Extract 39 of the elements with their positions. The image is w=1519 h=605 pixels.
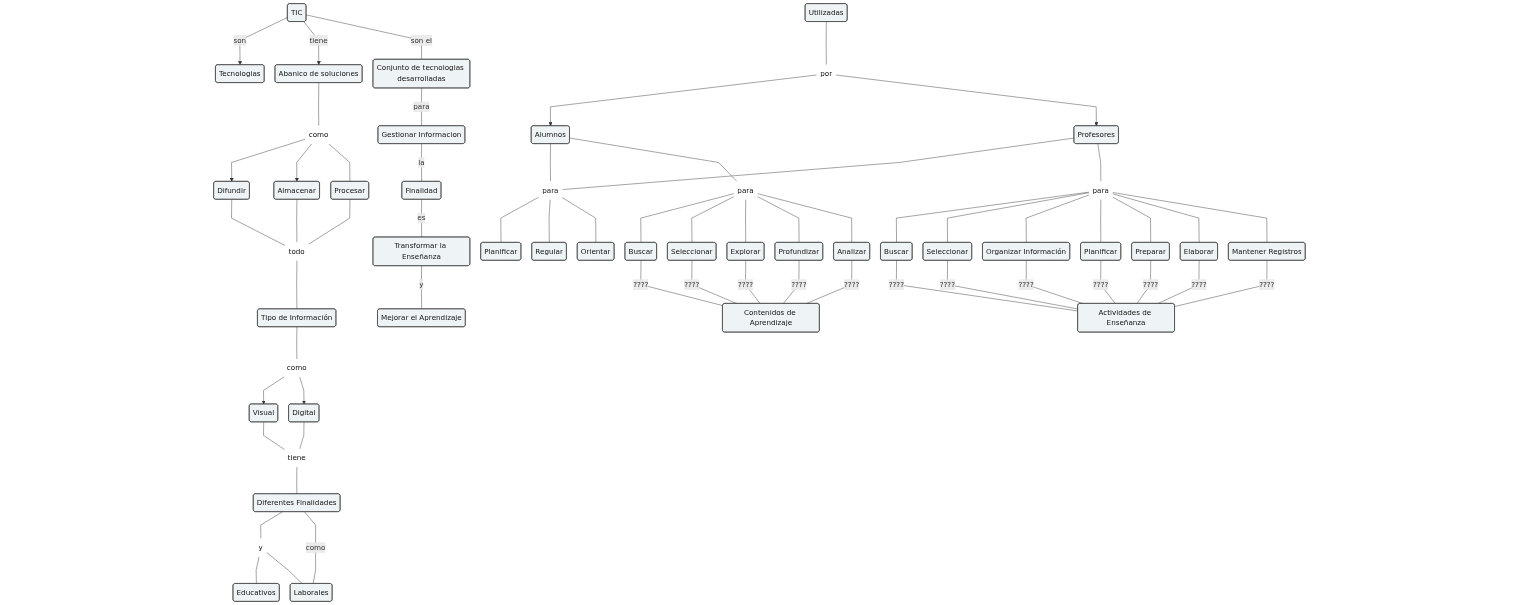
- connector: [231, 199, 286, 246]
- connector: [500, 196, 540, 243]
- connector: [826, 21, 827, 66]
- connector: [296, 260, 298, 310]
- connector: [757, 193, 853, 243]
- connector: [318, 82, 320, 127]
- connector: [947, 260, 1079, 310]
- connector: [1112, 193, 1200, 243]
- connector: [896, 260, 1079, 312]
- connector: [260, 511, 283, 539]
- connector: [569, 137, 738, 182]
- connector: [757, 196, 800, 243]
- connector: [562, 137, 1075, 190]
- connector: [1112, 192, 1268, 243]
- connector: [263, 421, 286, 451]
- connector: [308, 199, 351, 245]
- connector: [640, 193, 735, 243]
- connector: [299, 421, 305, 450]
- connector: [1157, 260, 1200, 304]
- connector: [548, 199, 551, 243]
- connector: [421, 265, 422, 310]
- connector: [1100, 260, 1116, 304]
- connector: [691, 196, 735, 243]
- connector: [745, 199, 747, 243]
- connector: [296, 199, 298, 243]
- connector: [1097, 143, 1102, 182]
- connector: [1112, 196, 1152, 243]
- connector: [1174, 260, 1268, 307]
- connector: [1100, 199, 1102, 243]
- connector: [266, 552, 303, 584]
- connector: [550, 143, 551, 182]
- connector: [640, 260, 723, 306]
- connector: [296, 326, 298, 360]
- connector: [1136, 260, 1152, 304]
- connector: [1025, 194, 1090, 243]
- connector: [896, 191, 1090, 243]
- connector: [306, 14, 422, 60]
- connector: [947, 192, 1090, 243]
- connector: [304, 511, 316, 584]
